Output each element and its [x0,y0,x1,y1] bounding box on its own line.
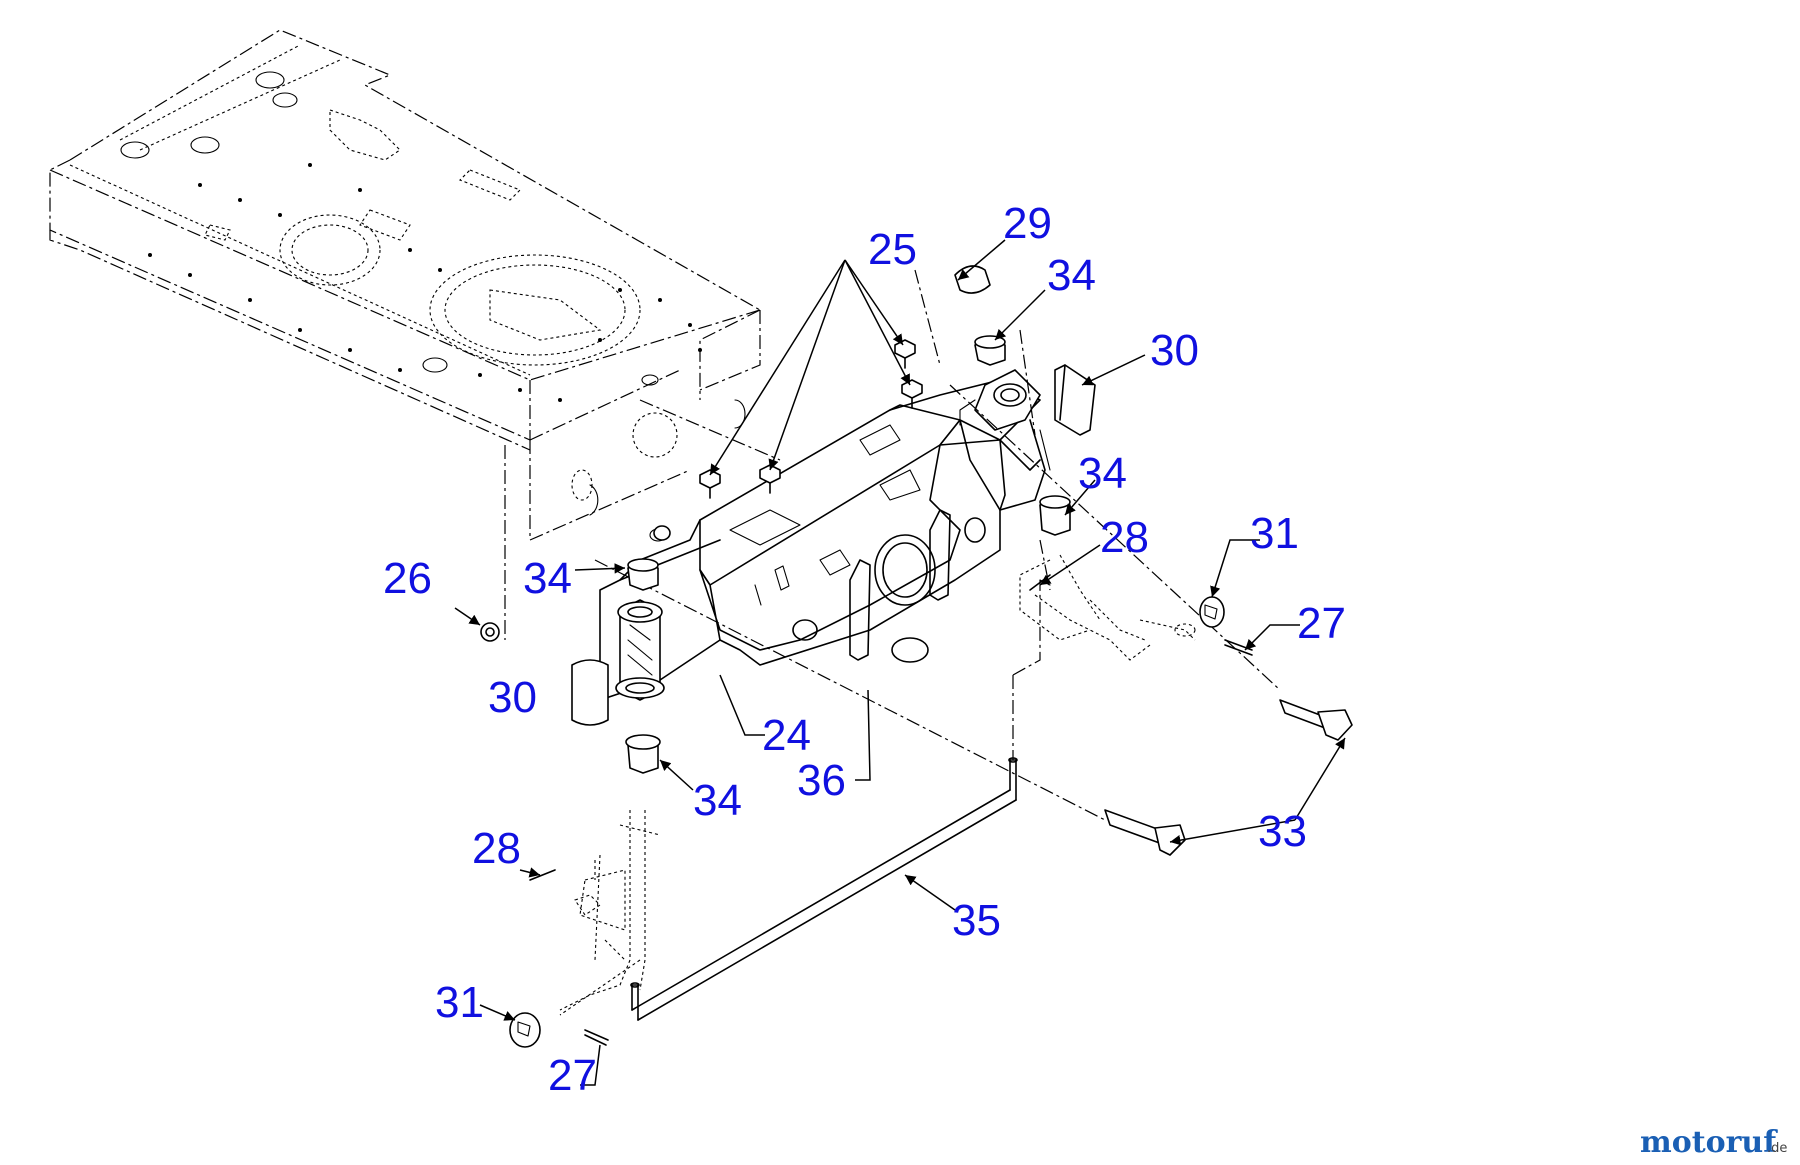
pivot-bolt [1104,809,1186,856]
chassis-opening [429,254,641,366]
callout-31: 31 [435,978,484,1027]
callout-25: 25 [868,225,917,274]
bushing [625,734,661,774]
left-spindle [559,810,661,1016]
lock-nut [653,525,671,541]
callout-27: 27 [548,1051,597,1100]
callout-29: 29 [1003,199,1052,248]
callout-27: 27 [1297,599,1346,648]
callout-30: 30 [488,673,537,722]
left-spindle-boss [615,599,665,701]
bushing [1039,495,1071,536]
spindle-sleeve [1054,364,1096,436]
dust-cap [954,265,991,294]
hair-clip [529,869,556,881]
cotter-pin [584,1029,609,1046]
steering-washer [1199,596,1225,628]
bushing [974,335,1006,366]
bushing [627,558,659,591]
chassis-pad [279,214,381,286]
spindle-sleeve [571,659,609,726]
callout-35: 35 [952,896,1001,945]
tie-rod [630,580,1041,1021]
callout-36: 36 [797,756,846,805]
watermark-logo: motoruf .de [1640,1125,1787,1160]
axis-lines [594,269,1281,821]
leader-lines [454,239,1346,1086]
pivot-bolt-right [1279,699,1353,741]
callout-34: 34 [693,776,742,825]
callout-28: 28 [472,824,521,873]
callout-34: 34 [1078,449,1127,498]
callout-24: 24 [762,711,811,760]
callout-26: 26 [383,554,432,603]
callout-34: 34 [523,554,572,603]
steering-washer [509,1012,541,1048]
axle-support [599,369,1051,701]
svg-text:motoruf: motoruf [1640,1125,1778,1160]
svg-text:.de: .de [1767,1141,1787,1156]
callout-34: 34 [1047,251,1096,300]
callout-28: 28 [1100,513,1149,562]
callout-30: 30 [1150,326,1199,375]
lock-nut [480,622,500,642]
hex-bolt [901,379,923,409]
callout-31: 31 [1250,509,1299,558]
callout-33: 33 [1258,807,1307,856]
chassis-frame [49,29,761,640]
hex-bolt [894,339,916,369]
